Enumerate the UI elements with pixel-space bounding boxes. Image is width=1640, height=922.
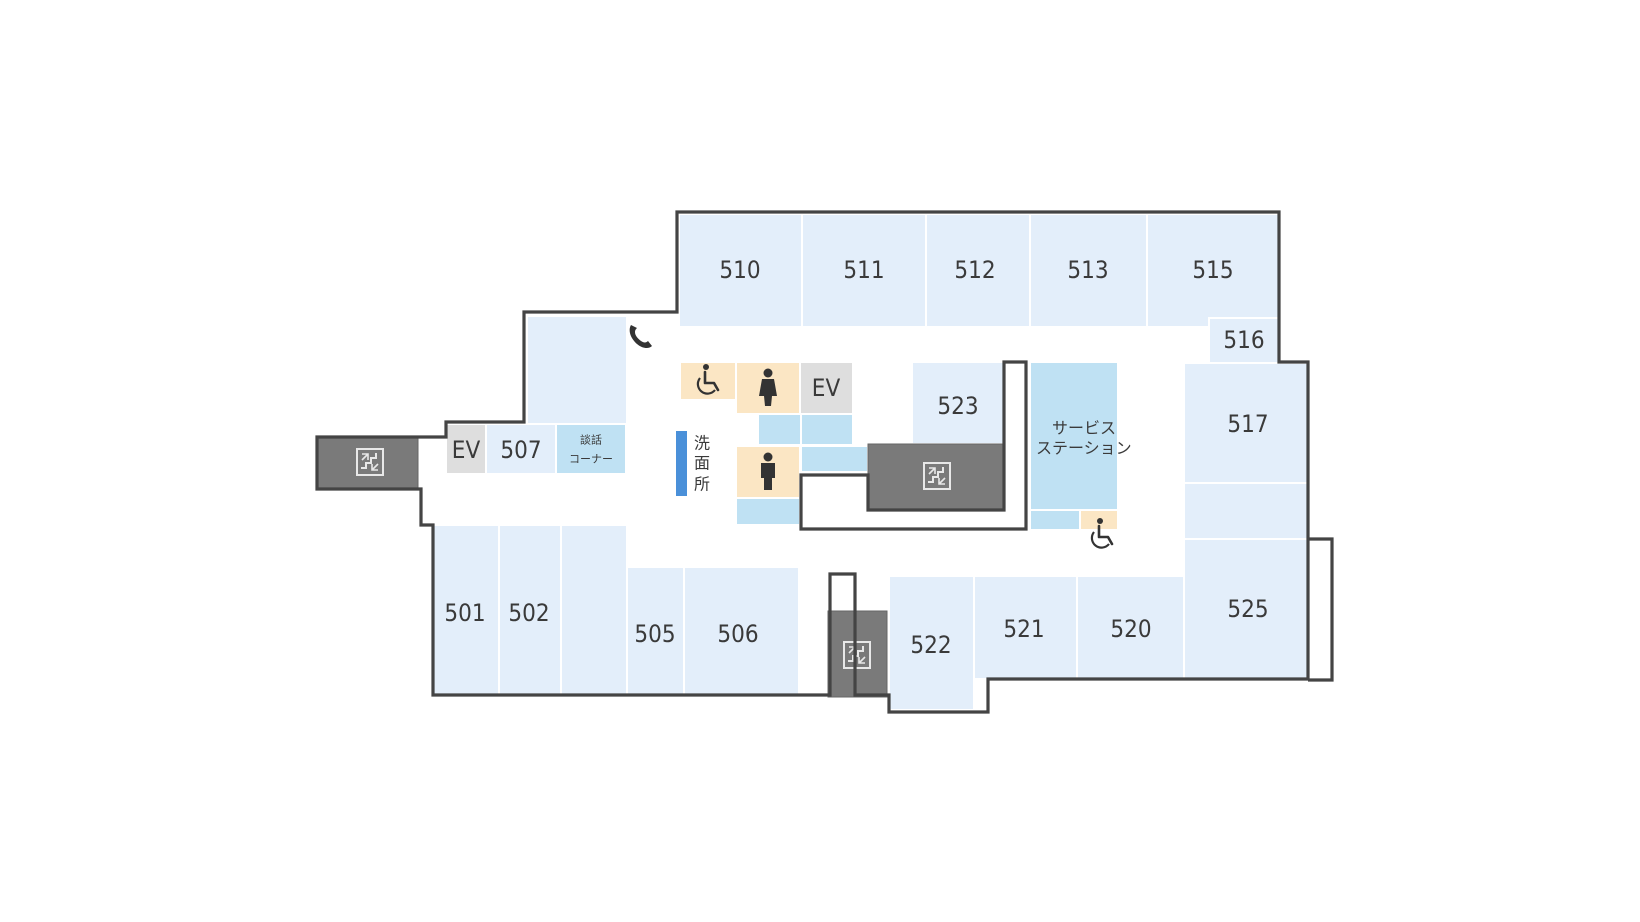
label-507: 507	[500, 436, 541, 464]
phone-icon	[629, 325, 652, 349]
label-523: 523	[937, 392, 978, 420]
label-ev-left: EV	[452, 436, 481, 464]
label-512: 512	[954, 256, 995, 284]
label-washroom-3: 所	[694, 475, 710, 494]
label-510: 510	[719, 256, 760, 284]
room-510[interactable]	[678, 213, 803, 328]
female-restroom-icon	[759, 368, 777, 406]
label-516: 516	[1223, 326, 1264, 354]
label-515: 515	[1192, 256, 1233, 284]
label-service-station-1: サービス	[1052, 419, 1116, 438]
room-523[interactable]	[911, 361, 1005, 445]
room-unnamed-upper-left[interactable]	[526, 315, 628, 425]
room-unnamed-right[interactable]	[1183, 482, 1309, 540]
male-restroom-icon	[761, 452, 775, 490]
label-521: 521	[1003, 615, 1044, 643]
utility-box-4	[735, 497, 801, 526]
label-washroom-1: 洗	[694, 434, 710, 453]
utility-box-2	[800, 413, 854, 446]
label-washroom-2: 面	[694, 454, 710, 473]
room-512[interactable]	[925, 213, 1031, 328]
room-521[interactable]	[973, 575, 1078, 680]
label-506: 506	[717, 620, 758, 648]
service-station[interactable]	[1029, 361, 1119, 511]
room-unnamed-503[interactable]	[560, 524, 628, 696]
label-lounge-2: コーナー	[569, 453, 613, 466]
wheelchair-icon	[1090, 518, 1114, 549]
label-502: 502	[508, 599, 549, 627]
label-ev-center: EV	[812, 374, 841, 402]
room-511[interactable]	[801, 213, 927, 328]
label-501: 501	[444, 599, 485, 627]
room-502[interactable]	[498, 524, 562, 696]
label-525: 525	[1227, 595, 1268, 623]
utility-box-5	[1029, 509, 1081, 531]
elevator-center[interactable]	[799, 361, 854, 415]
label-505: 505	[634, 620, 675, 648]
label-lounge-1: 談話	[580, 433, 602, 447]
label-520: 520	[1110, 615, 1151, 643]
room-507[interactable]	[485, 423, 557, 475]
label-522: 522	[910, 631, 951, 659]
wall-right-annex	[1308, 537, 1334, 682]
room-516[interactable]	[1208, 317, 1280, 364]
wheelchair-icon	[696, 364, 720, 395]
washroom-bar	[676, 431, 687, 496]
label-513: 513	[1067, 256, 1108, 284]
utility-box-3	[800, 445, 869, 473]
label-511: 511	[843, 256, 884, 284]
label-service-station-2: ステーション	[1036, 439, 1132, 458]
utility-box-1	[757, 413, 802, 446]
room-520[interactable]	[1076, 575, 1185, 680]
label-517: 517	[1227, 410, 1268, 438]
lounge-corner[interactable]	[555, 423, 627, 475]
wall-center-partition	[799, 360, 1028, 531]
elevator-left[interactable]	[445, 423, 487, 475]
room-506[interactable]	[683, 566, 800, 696]
